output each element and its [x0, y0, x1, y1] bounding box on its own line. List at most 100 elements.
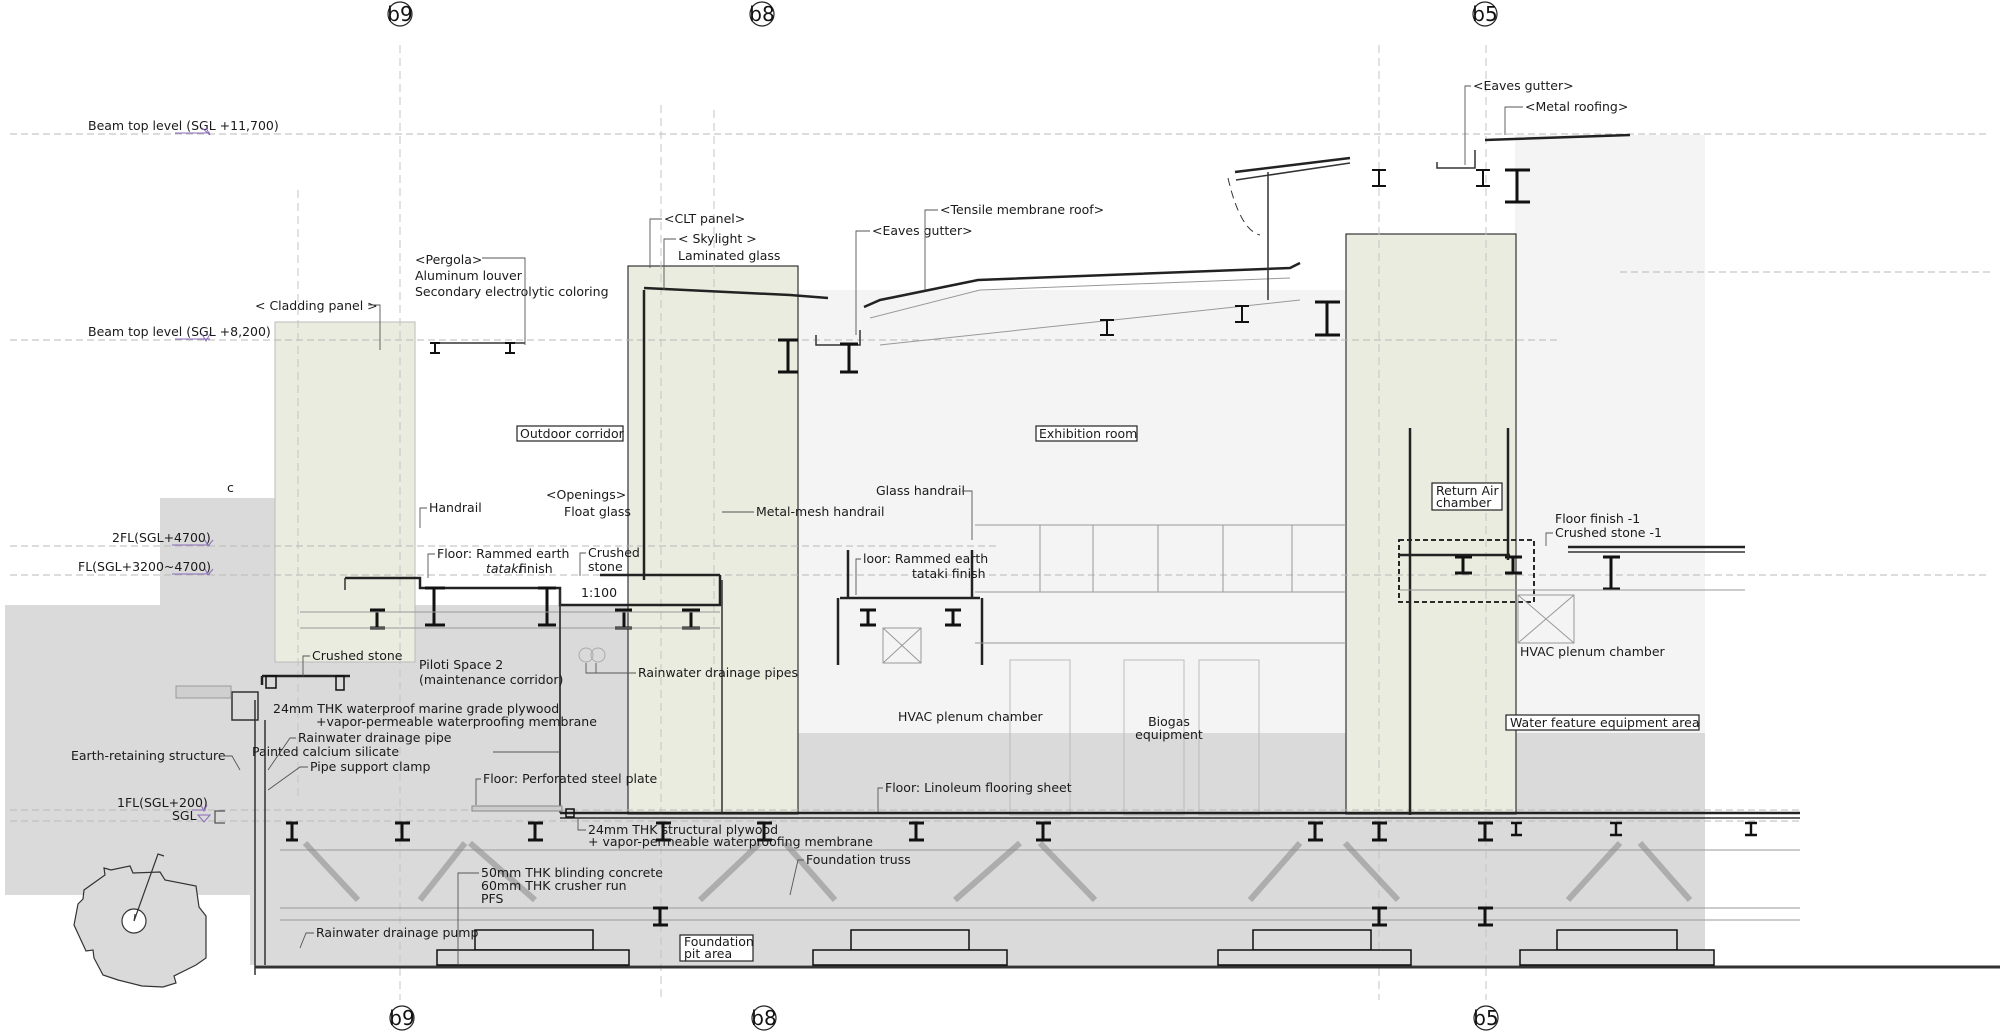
annotation-text: Foundation truss — [806, 852, 911, 867]
skylight-outline — [642, 286, 829, 580]
grid-bubble-b8-bottom: b8 — [751, 1005, 777, 1031]
level-label: SGL — [172, 808, 197, 823]
annotation-text: tataki finish — [912, 566, 986, 581]
roof-beam — [1505, 168, 1530, 204]
annotation-text: tataki — [486, 561, 522, 576]
grid-label: b9 — [387, 2, 412, 26]
annotation-text: finish — [519, 561, 553, 576]
room-foundation-pit: Foundation pit area — [679, 934, 754, 962]
annotation-text: <Eaves gutter> — [872, 223, 973, 238]
level-sgl: SGL — [172, 808, 225, 824]
annotation-text: Painted calcium silicate — [252, 744, 399, 759]
level-label: 2FL(SGL+4700) — [112, 530, 211, 545]
label-perforated-plate: Floor: Perforated steel plate — [475, 771, 658, 805]
label-floor-finish: Floor finish -1 Crushed stone -1 — [1545, 511, 1662, 546]
gutter-channel — [231, 691, 259, 721]
foundation — [175, 580, 2000, 975]
left-ground-fill — [5, 605, 285, 895]
metal-roofing — [1234, 133, 1631, 174]
footings — [436, 929, 1715, 966]
room-exhibition: Exhibition room — [1035, 425, 1138, 442]
roof-beam — [1315, 300, 1340, 337]
grid-label: b5 — [1473, 1006, 1498, 1030]
grid-bubble-b8-top: b8 — [749, 1, 775, 27]
foundation-truss — [302, 840, 1693, 903]
truss-beams — [286, 821, 1757, 927]
annotation-text: <Openings> — [546, 487, 626, 502]
label-pipe-clamp: Pipe support clamp — [267, 759, 430, 791]
label-handrail: Handrail — [419, 500, 482, 528]
label-glass-handrail: Glass handrail — [876, 483, 973, 540]
floor-structures — [300, 428, 1745, 816]
label-hvac-1: HVAC plenum chamber — [898, 709, 1044, 724]
label-drainage-pump: Rainwater drainage pump — [299, 925, 478, 949]
grid-label: b8 — [751, 1006, 776, 1030]
level-beam-top-8200: Beam top level (SGL +8,200) — [88, 324, 271, 343]
tensile-membrane-roof — [863, 261, 1301, 309]
level-1fl: 1FL(SGL+200) — [117, 795, 208, 813]
background-fills — [5, 135, 1705, 965]
annotation-text: HVAC plenum chamber — [898, 709, 1044, 724]
annotation-text: <Pergola> — [415, 252, 482, 267]
annotation-text: Pipe support clamp — [310, 759, 430, 774]
annotation-text: loor: Rammed earth — [863, 551, 988, 566]
annotation-text: Metal-mesh handrail — [756, 504, 884, 519]
annotation-text: (maintenance corridor) — [419, 672, 563, 687]
label-biogas: Biogas equipment — [1135, 714, 1203, 742]
level-markers: Beam top level (SGL +11,700) Beam top le… — [78, 118, 279, 824]
annotation-text: <CLT panel> — [664, 211, 745, 226]
room-label: pit area — [684, 946, 732, 961]
annotation-text: < Cladding panel > — [255, 298, 378, 313]
scale-label: 1:100 — [581, 585, 617, 600]
roof-structure — [430, 133, 1631, 580]
annotation-text: Crushed stone — [312, 648, 403, 663]
label-linoleum: Floor: Linoleum flooring sheet — [877, 780, 1072, 812]
label-metal-roofing: <Metal roofing> — [1504, 99, 1628, 135]
label-eaves-gutter-2: <Eaves gutter> — [1464, 78, 1574, 165]
eaves-gutter-1 — [815, 330, 861, 346]
annotation-text: stone — [588, 559, 623, 574]
annotation-text: Earth-retaining structure — [71, 748, 226, 763]
label-rainwater-pipes: Rainwater drainage pipes — [578, 647, 798, 680]
label-pergola: <Pergola> Aluminum louver Secondary elec… — [415, 252, 609, 345]
level-label: Beam top level (SGL +11,700) — [88, 118, 279, 133]
roof-beam — [840, 342, 858, 374]
label-tensile-roof: <Tensile membrane roof> — [924, 202, 1104, 290]
annotation-text: Secondary electrolytic coloring — [415, 284, 609, 299]
annotation-text: + vapor-permeable waterproofing membrane — [588, 834, 873, 849]
level-label: 1FL(SGL+200) — [117, 795, 208, 810]
label-c: c — [227, 480, 234, 495]
annotation-text: Floor: Linoleum flooring sheet — [885, 780, 1072, 795]
label-painted-calcium: Painted calcium silicate — [252, 744, 560, 759]
label-metal-mesh-handrail: Metal-mesh handrail — [722, 504, 884, 519]
annotation-text: Piloti Space 2 — [419, 657, 503, 672]
grid-bubbles-top: b9 b8 b5 — [387, 1, 1498, 27]
annotation-text: Crushed stone -1 — [1555, 525, 1662, 540]
annotations: < Cladding panel > <Pergola> Aluminum lo… — [71, 78, 1666, 965]
foundation-fill — [250, 810, 1705, 965]
annotation-text: < Skylight > — [678, 231, 757, 246]
eaves-gutter-2 — [1436, 150, 1476, 169]
right-interior-fill — [1515, 135, 1705, 815]
annotation-text: Rainwater drainage pipes — [638, 665, 798, 680]
room-label: chamber — [1436, 495, 1492, 510]
room-label: Foundation — [684, 934, 754, 949]
grid-bubble-b9-top: b9 — [387, 1, 413, 27]
north-arrow-icon — [73, 853, 207, 988]
annotation-text: 24mm THK structural plywood — [588, 822, 778, 837]
label-earth-retaining: Earth-retaining structure — [71, 748, 241, 771]
label-blinding: 50mm THK blinding concrete 60mm THK crus… — [457, 865, 663, 965]
label-crushed-stone-1: Crushed stone — [579, 545, 640, 576]
annotation-text: 50mm THK blinding concrete — [481, 865, 663, 880]
door-swing-arc — [1227, 177, 1261, 236]
annotation-text: Laminated glass — [678, 248, 780, 263]
annotation-text: Crushed — [588, 545, 640, 560]
cladding-wall — [274, 321, 416, 663]
annotation-text: 24mm THK waterproof marine grade plywood — [273, 701, 559, 716]
annotation-text: +vapor-permeable waterproofing membrane — [316, 714, 597, 729]
grid-bubbles-bottom: b9 b8 b5 — [389, 1005, 1499, 1031]
label-eaves-gutter-1: <Eaves gutter> — [855, 223, 973, 335]
annotation-text: HVAC plenum chamber — [1520, 644, 1666, 659]
room-label: Exhibition room — [1039, 426, 1137, 441]
